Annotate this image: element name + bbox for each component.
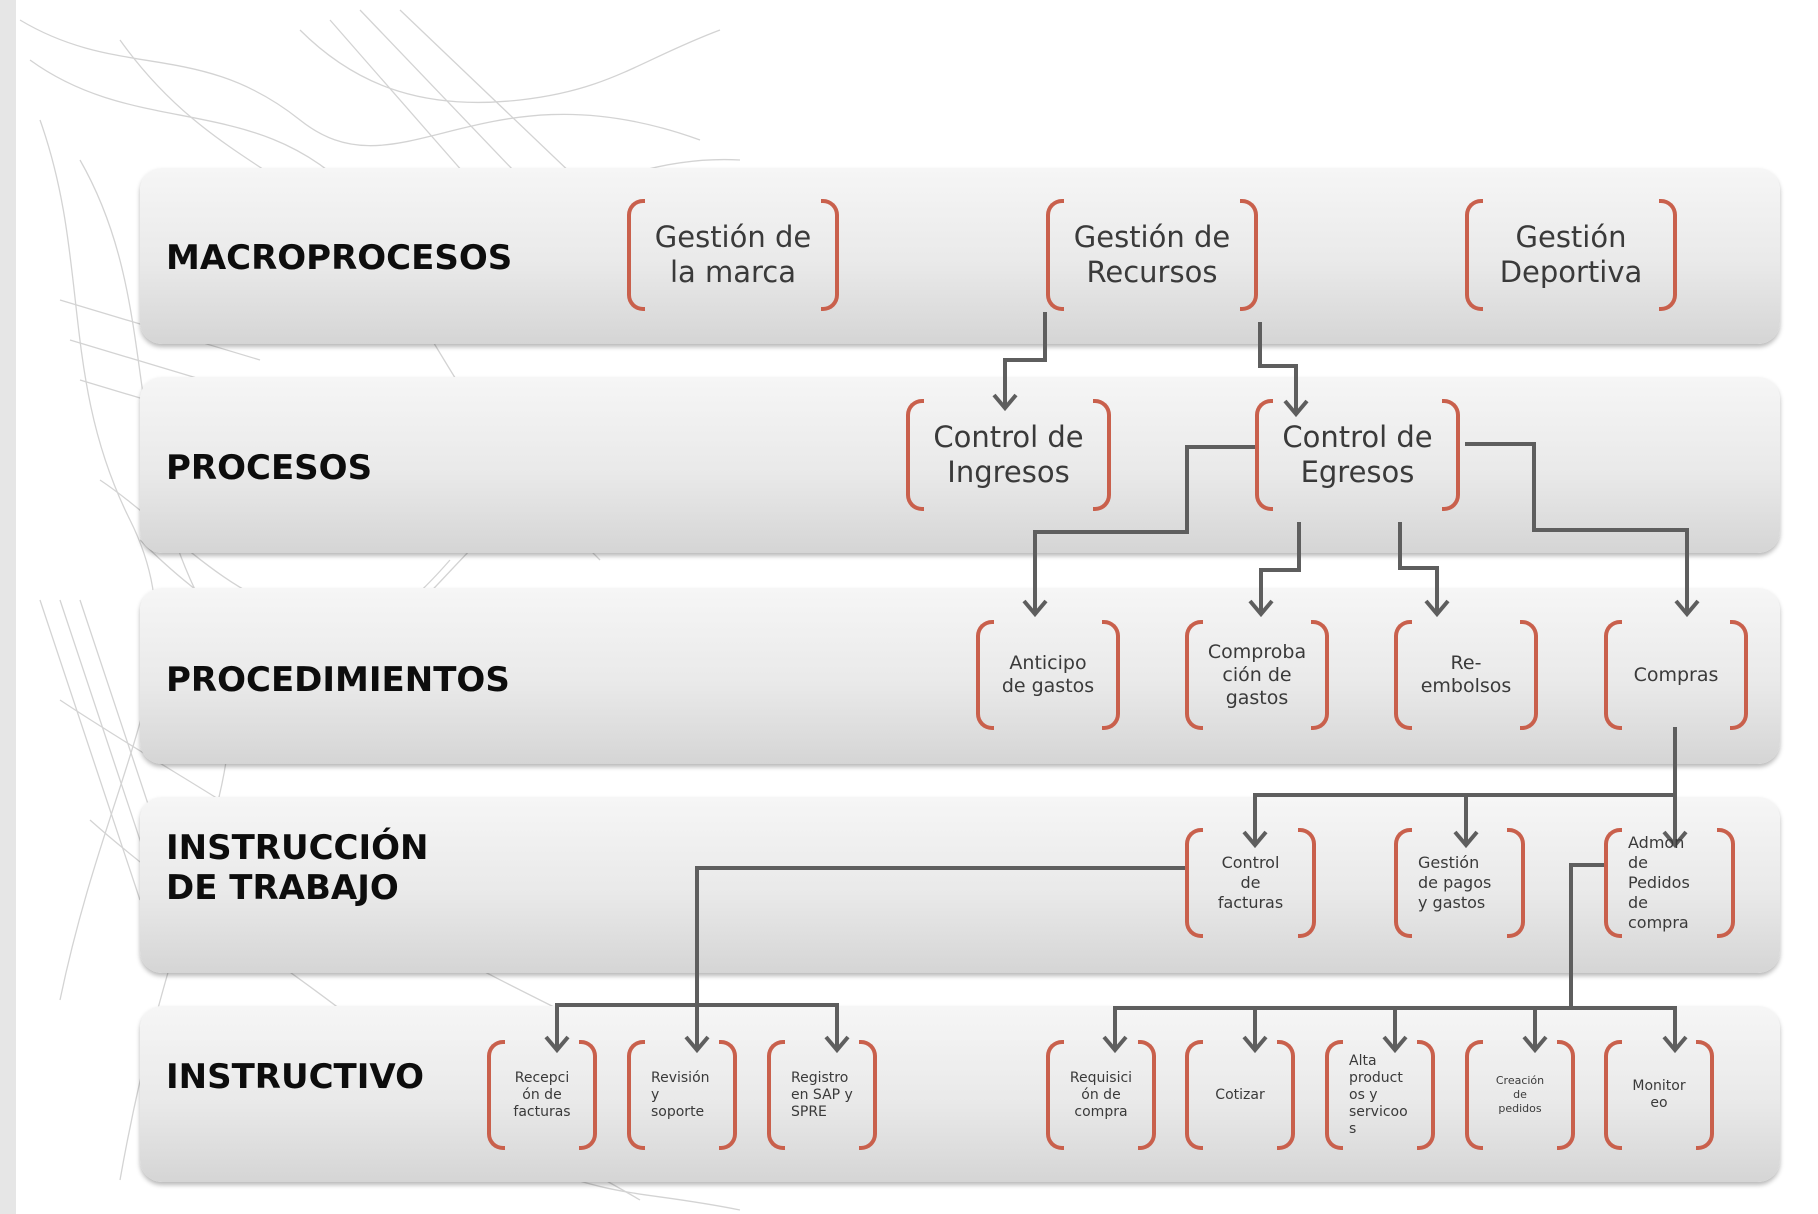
node-label: Control de Egresos (1282, 420, 1433, 489)
bracket-right (1507, 828, 1525, 938)
bracket-left (1604, 828, 1622, 938)
node-monitoreo[interactable]: Monitor eo (1604, 1040, 1714, 1150)
bracket-right (1442, 399, 1460, 511)
bracket-left (627, 1040, 645, 1150)
node-label: Admon de Pedidos de compra (1628, 833, 1690, 932)
level-label-instruccion-trabajo: INSTRUCCIÓN DE TRABAJO (166, 828, 429, 908)
bracket-right (1696, 1040, 1714, 1150)
node-revision-soporte[interactable]: Revisión y soporte (627, 1040, 737, 1150)
bracket-left (1394, 620, 1412, 730)
bracket-left (487, 1040, 505, 1150)
bracket-right (579, 1040, 597, 1150)
node-compras[interactable]: Compras (1604, 620, 1748, 730)
node-control-egresos[interactable]: Control de Egresos (1255, 399, 1460, 511)
node-label: Compras (1633, 663, 1719, 686)
node-control-ingresos[interactable]: Control de Ingresos (906, 399, 1111, 511)
bracket-left (1185, 828, 1203, 938)
node-label: Gestión de Recursos (1073, 220, 1231, 289)
bracket-right (719, 1040, 737, 1150)
bracket-right (1557, 1040, 1575, 1150)
node-alta-productos-servicios[interactable]: Alta product os y servicoo s (1325, 1040, 1435, 1150)
node-label: Requisici ón de compra (1069, 1069, 1133, 1120)
node-comprobacion-gastos[interactable]: Comproba ción de gastos (1185, 620, 1329, 730)
node-cotizar[interactable]: Cotizar (1185, 1040, 1295, 1150)
level-label-macroprocesos: MACROPROCESOS (166, 238, 513, 278)
level-label-instructivo: INSTRUCTIVO (166, 1057, 424, 1097)
bracket-left (1604, 1040, 1622, 1150)
node-label: Gestión de la marca (654, 220, 812, 289)
bracket-right (821, 199, 839, 311)
bracket-right (1520, 620, 1538, 730)
bracket-right (1277, 1040, 1295, 1150)
node-label: Monitor eo (1632, 1078, 1686, 1111)
node-label: Re- embolsos (1420, 652, 1512, 697)
node-gestion-marca[interactable]: Gestión de la marca (627, 199, 839, 311)
bracket-right (1717, 828, 1735, 938)
node-creacion-pedidos[interactable]: Creación de pedidos (1465, 1040, 1575, 1150)
node-anticipo-gastos[interactable]: Anticipo de gastos (976, 620, 1120, 730)
node-label: Revisión y soporte (651, 1069, 710, 1120)
bracket-right (859, 1040, 877, 1150)
bracket-left (627, 199, 645, 311)
bracket-right (1240, 199, 1258, 311)
bracket-left (1185, 620, 1203, 730)
bracket-right (1093, 399, 1111, 511)
bracket-right (1138, 1040, 1156, 1150)
node-label: Alta product os y servicoo s (1349, 1052, 1408, 1137)
bracket-left (1046, 199, 1064, 311)
node-label: Control de facturas (1217, 853, 1284, 912)
bracket-left (1604, 620, 1622, 730)
level-label-procesos: PROCESOS (166, 448, 373, 488)
node-label: Comproba ción de gastos (1207, 640, 1307, 709)
node-label: Cotizar (1215, 1086, 1265, 1103)
node-requisicion-compra[interactable]: Requisici ón de compra (1046, 1040, 1156, 1150)
node-gestion-pagos-gastos[interactable]: Gestión de pagos y gastos (1394, 828, 1525, 938)
bracket-right (1102, 620, 1120, 730)
bracket-left (1255, 399, 1273, 511)
bracket-right (1659, 199, 1677, 311)
node-label: Gestión de pagos y gastos (1418, 853, 1492, 912)
bracket-left (1185, 1040, 1203, 1150)
band-macroprocesos (140, 168, 1780, 344)
node-gestion-deportiva[interactable]: Gestión Deportiva (1465, 199, 1677, 311)
node-recepcion-facturas[interactable]: Recepci ón de facturas (487, 1040, 597, 1150)
bracket-left (906, 399, 924, 511)
level-label-procedimientos: PROCEDIMIENTOS (166, 660, 510, 700)
node-label: Gestión Deportiva (1499, 220, 1643, 289)
bracket-right (1417, 1040, 1435, 1150)
left-border-strip (0, 0, 16, 1214)
bracket-left (767, 1040, 785, 1150)
node-label: Creación de pedidos (1495, 1074, 1545, 1115)
bracket-left (1325, 1040, 1343, 1150)
node-admon-pedidos-compra[interactable]: Admon de Pedidos de compra (1604, 828, 1735, 938)
bracket-left (1046, 1040, 1064, 1150)
band-procedimientos (140, 588, 1780, 764)
bracket-right (1730, 620, 1748, 730)
node-label: Anticipo de gastos (1001, 652, 1095, 697)
bracket-left (976, 620, 994, 730)
bracket-right (1298, 828, 1316, 938)
bracket-left (1465, 1040, 1483, 1150)
bracket-right (1311, 620, 1329, 730)
node-control-facturas[interactable]: Control de facturas (1185, 828, 1316, 938)
bracket-left (1394, 828, 1412, 938)
node-label: Control de Ingresos (933, 420, 1084, 489)
node-gestion-recursos[interactable]: Gestión de Recursos (1046, 199, 1258, 311)
node-label: Recepci ón de facturas (513, 1069, 571, 1120)
node-label: Registro en SAP y SPRE (791, 1069, 853, 1120)
node-reembolsos[interactable]: Re- embolsos (1394, 620, 1538, 730)
bracket-left (1465, 199, 1483, 311)
node-registro-sap-spre[interactable]: Registro en SAP y SPRE (767, 1040, 877, 1150)
